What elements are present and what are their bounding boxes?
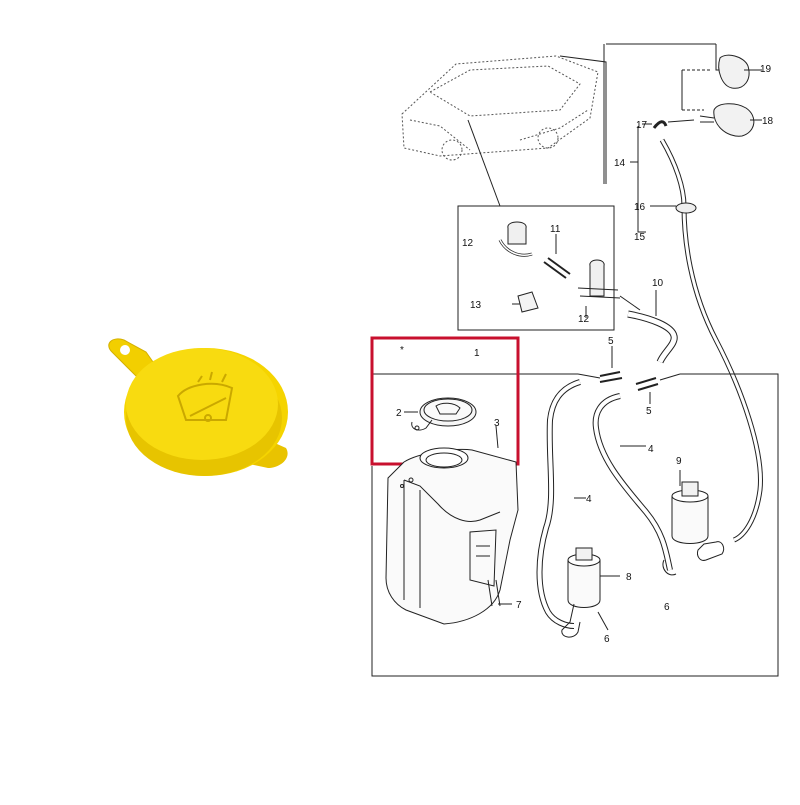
callout-4-left: 4 xyxy=(586,494,592,505)
callout-9: 9 xyxy=(676,456,682,467)
part-9-washer-pump xyxy=(662,470,725,576)
callout-14: 14 xyxy=(614,158,626,169)
car-outline xyxy=(401,55,599,161)
callout-7: 7 xyxy=(516,600,522,611)
callout-18: 18 xyxy=(762,116,774,127)
part-5-connectors xyxy=(599,346,659,404)
callout-2: 2 xyxy=(396,408,402,419)
cap-tab-hole xyxy=(120,345,130,355)
part-3-washer-reservoir xyxy=(385,425,519,625)
parts-diagram xyxy=(370,43,779,677)
callout-6-left: 6 xyxy=(604,634,610,645)
part-2-filler-cap xyxy=(404,397,477,431)
callout-5-bottom: 5 xyxy=(646,406,652,417)
callout-4-right: 4 xyxy=(648,444,654,455)
callout-8: 8 xyxy=(626,572,632,583)
callout-17: 17 xyxy=(636,120,648,131)
callout-16: 16 xyxy=(634,202,646,213)
part-11-connector xyxy=(543,257,571,279)
part-12-jet-left xyxy=(498,221,533,257)
callout-star: * xyxy=(400,345,404,356)
callout-15: 15 xyxy=(634,232,646,243)
washer-cap-photo xyxy=(108,338,288,476)
windscreen-washer-icon xyxy=(176,371,234,422)
part-19-nozzle-cover xyxy=(718,54,750,89)
nozzle-assembly-box xyxy=(457,205,615,331)
part-13-clip xyxy=(512,291,539,313)
callout-19: 19 xyxy=(760,64,772,75)
part-4-hose-right xyxy=(592,393,673,571)
callout-12-left: 12 xyxy=(462,238,474,249)
part-8-washer-pump xyxy=(561,547,620,638)
callout-13: 13 xyxy=(470,300,482,311)
callout-12-right: 12 xyxy=(578,314,590,325)
callout-11: 11 xyxy=(550,224,561,235)
part-18-nozzle xyxy=(713,103,755,137)
callout-1: 1 xyxy=(474,348,480,359)
callout-10: 10 xyxy=(652,278,664,289)
callout-6-right: 6 xyxy=(664,602,670,613)
part-16-grommet xyxy=(675,202,697,214)
callout-3: 3 xyxy=(494,418,500,429)
callout-labels: * 1 2 3 4 4 5 5 6 6 7 8 9 10 11 12 12 13… xyxy=(396,64,774,645)
callout-5-top: 5 xyxy=(608,336,614,347)
part-12-jet-right xyxy=(577,259,621,318)
